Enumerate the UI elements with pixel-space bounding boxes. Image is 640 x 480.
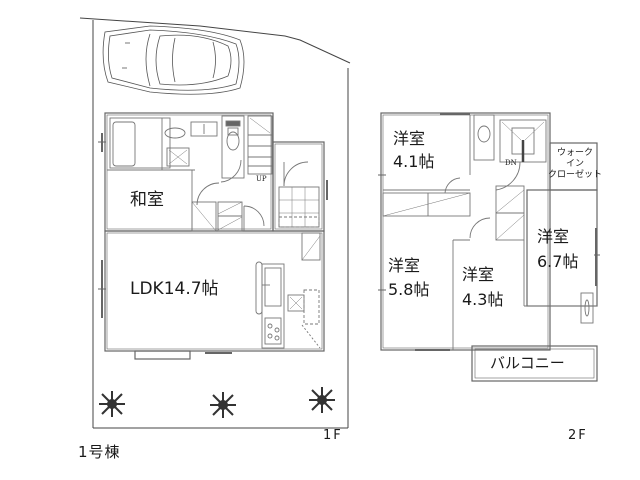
stair-up-mark: UP bbox=[256, 175, 267, 183]
car-icon bbox=[102, 25, 245, 95]
floor2-partitions bbox=[382, 114, 597, 350]
room-label-2f-c-size: 4.3帖 bbox=[462, 290, 504, 309]
stair-down-mark: DN bbox=[505, 159, 517, 167]
trees bbox=[99, 387, 335, 418]
tree-icon bbox=[99, 391, 125, 417]
room-label-2f-a-name: 洋室 bbox=[393, 129, 426, 148]
room-label-2f-c-name: 洋室 bbox=[462, 265, 495, 284]
balcony-label: バルコニー bbox=[490, 354, 565, 372]
room-label-2f-b-name: 洋室 bbox=[388, 256, 421, 275]
wic-line-2: イン bbox=[566, 158, 585, 169]
room-label-2f-a-size: 4.1帖 bbox=[393, 152, 435, 171]
site-boundary bbox=[79, 17, 351, 429]
kitchen-fixtures bbox=[255, 261, 321, 349]
tree-icon bbox=[210, 392, 236, 418]
room-label-ldk: LDK14.7帖 bbox=[130, 279, 219, 299]
floor-tag-1f: 1F bbox=[323, 428, 343, 443]
tree-icon bbox=[309, 387, 335, 413]
room-label-2f-d-name: 洋室 bbox=[537, 227, 570, 246]
walk-in-closet-label: ウォーク イン クローゼット bbox=[548, 148, 602, 180]
floor1-windows bbox=[98, 133, 328, 354]
floor1-partitions bbox=[107, 115, 321, 261]
room-label-washitsu: 和室 bbox=[130, 190, 164, 210]
floor2-windows bbox=[378, 113, 600, 351]
floor-tag-2f: 2F bbox=[568, 428, 588, 443]
wic-line-1: ウォーク bbox=[557, 148, 594, 158]
floor1-walls bbox=[104, 112, 325, 360]
building-label: 1号棟 bbox=[78, 443, 121, 461]
room-label-2f-d-size: 6.7帖 bbox=[537, 252, 579, 271]
room-label-2f-b-size: 5.8帖 bbox=[388, 280, 430, 299]
wic-line-3: クローゼット bbox=[548, 169, 603, 180]
